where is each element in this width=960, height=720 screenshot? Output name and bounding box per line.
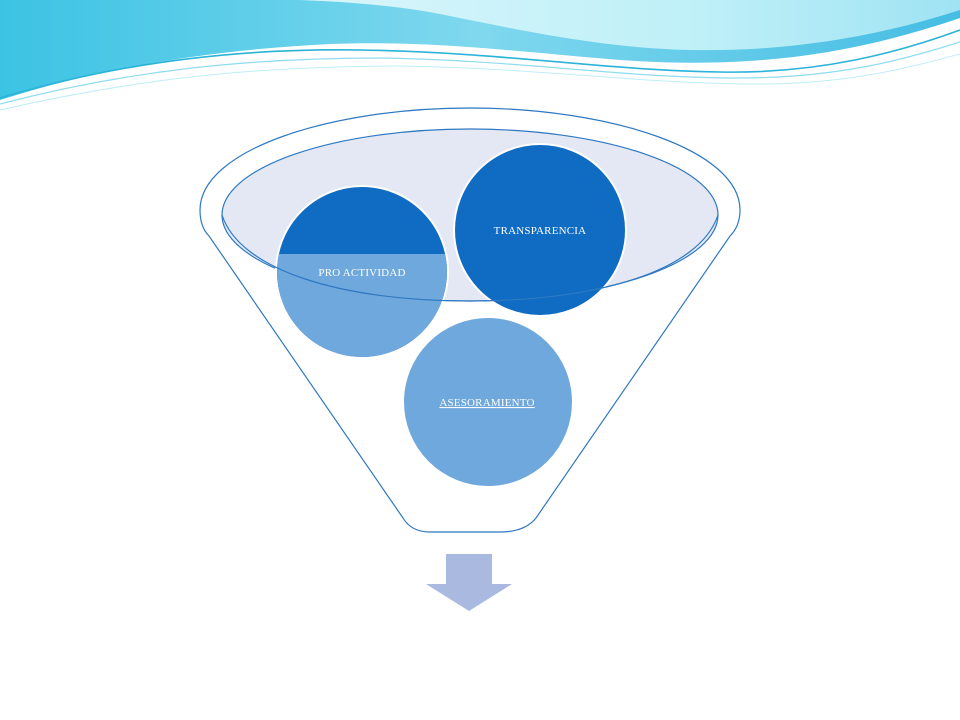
circle-label-asesoramiento[interactable]: ASESORAMIENTO [439,397,534,409]
header-wave-decoration [0,0,960,111]
circle-label-transparencia: TRANSPARENCIA [494,225,587,237]
down-arrow [426,554,512,611]
circle-transparencia: TRANSPARENCIA [453,143,627,317]
circle-asesoramiento[interactable]: ASESORAMIENTO [402,316,574,488]
funnel-rim-front-edge [221,214,719,302]
circle-label-pro-actividad: PRO ACTIVIDAD [318,267,405,279]
circle-pro-actividad: PRO ACTIVIDAD [275,185,449,359]
